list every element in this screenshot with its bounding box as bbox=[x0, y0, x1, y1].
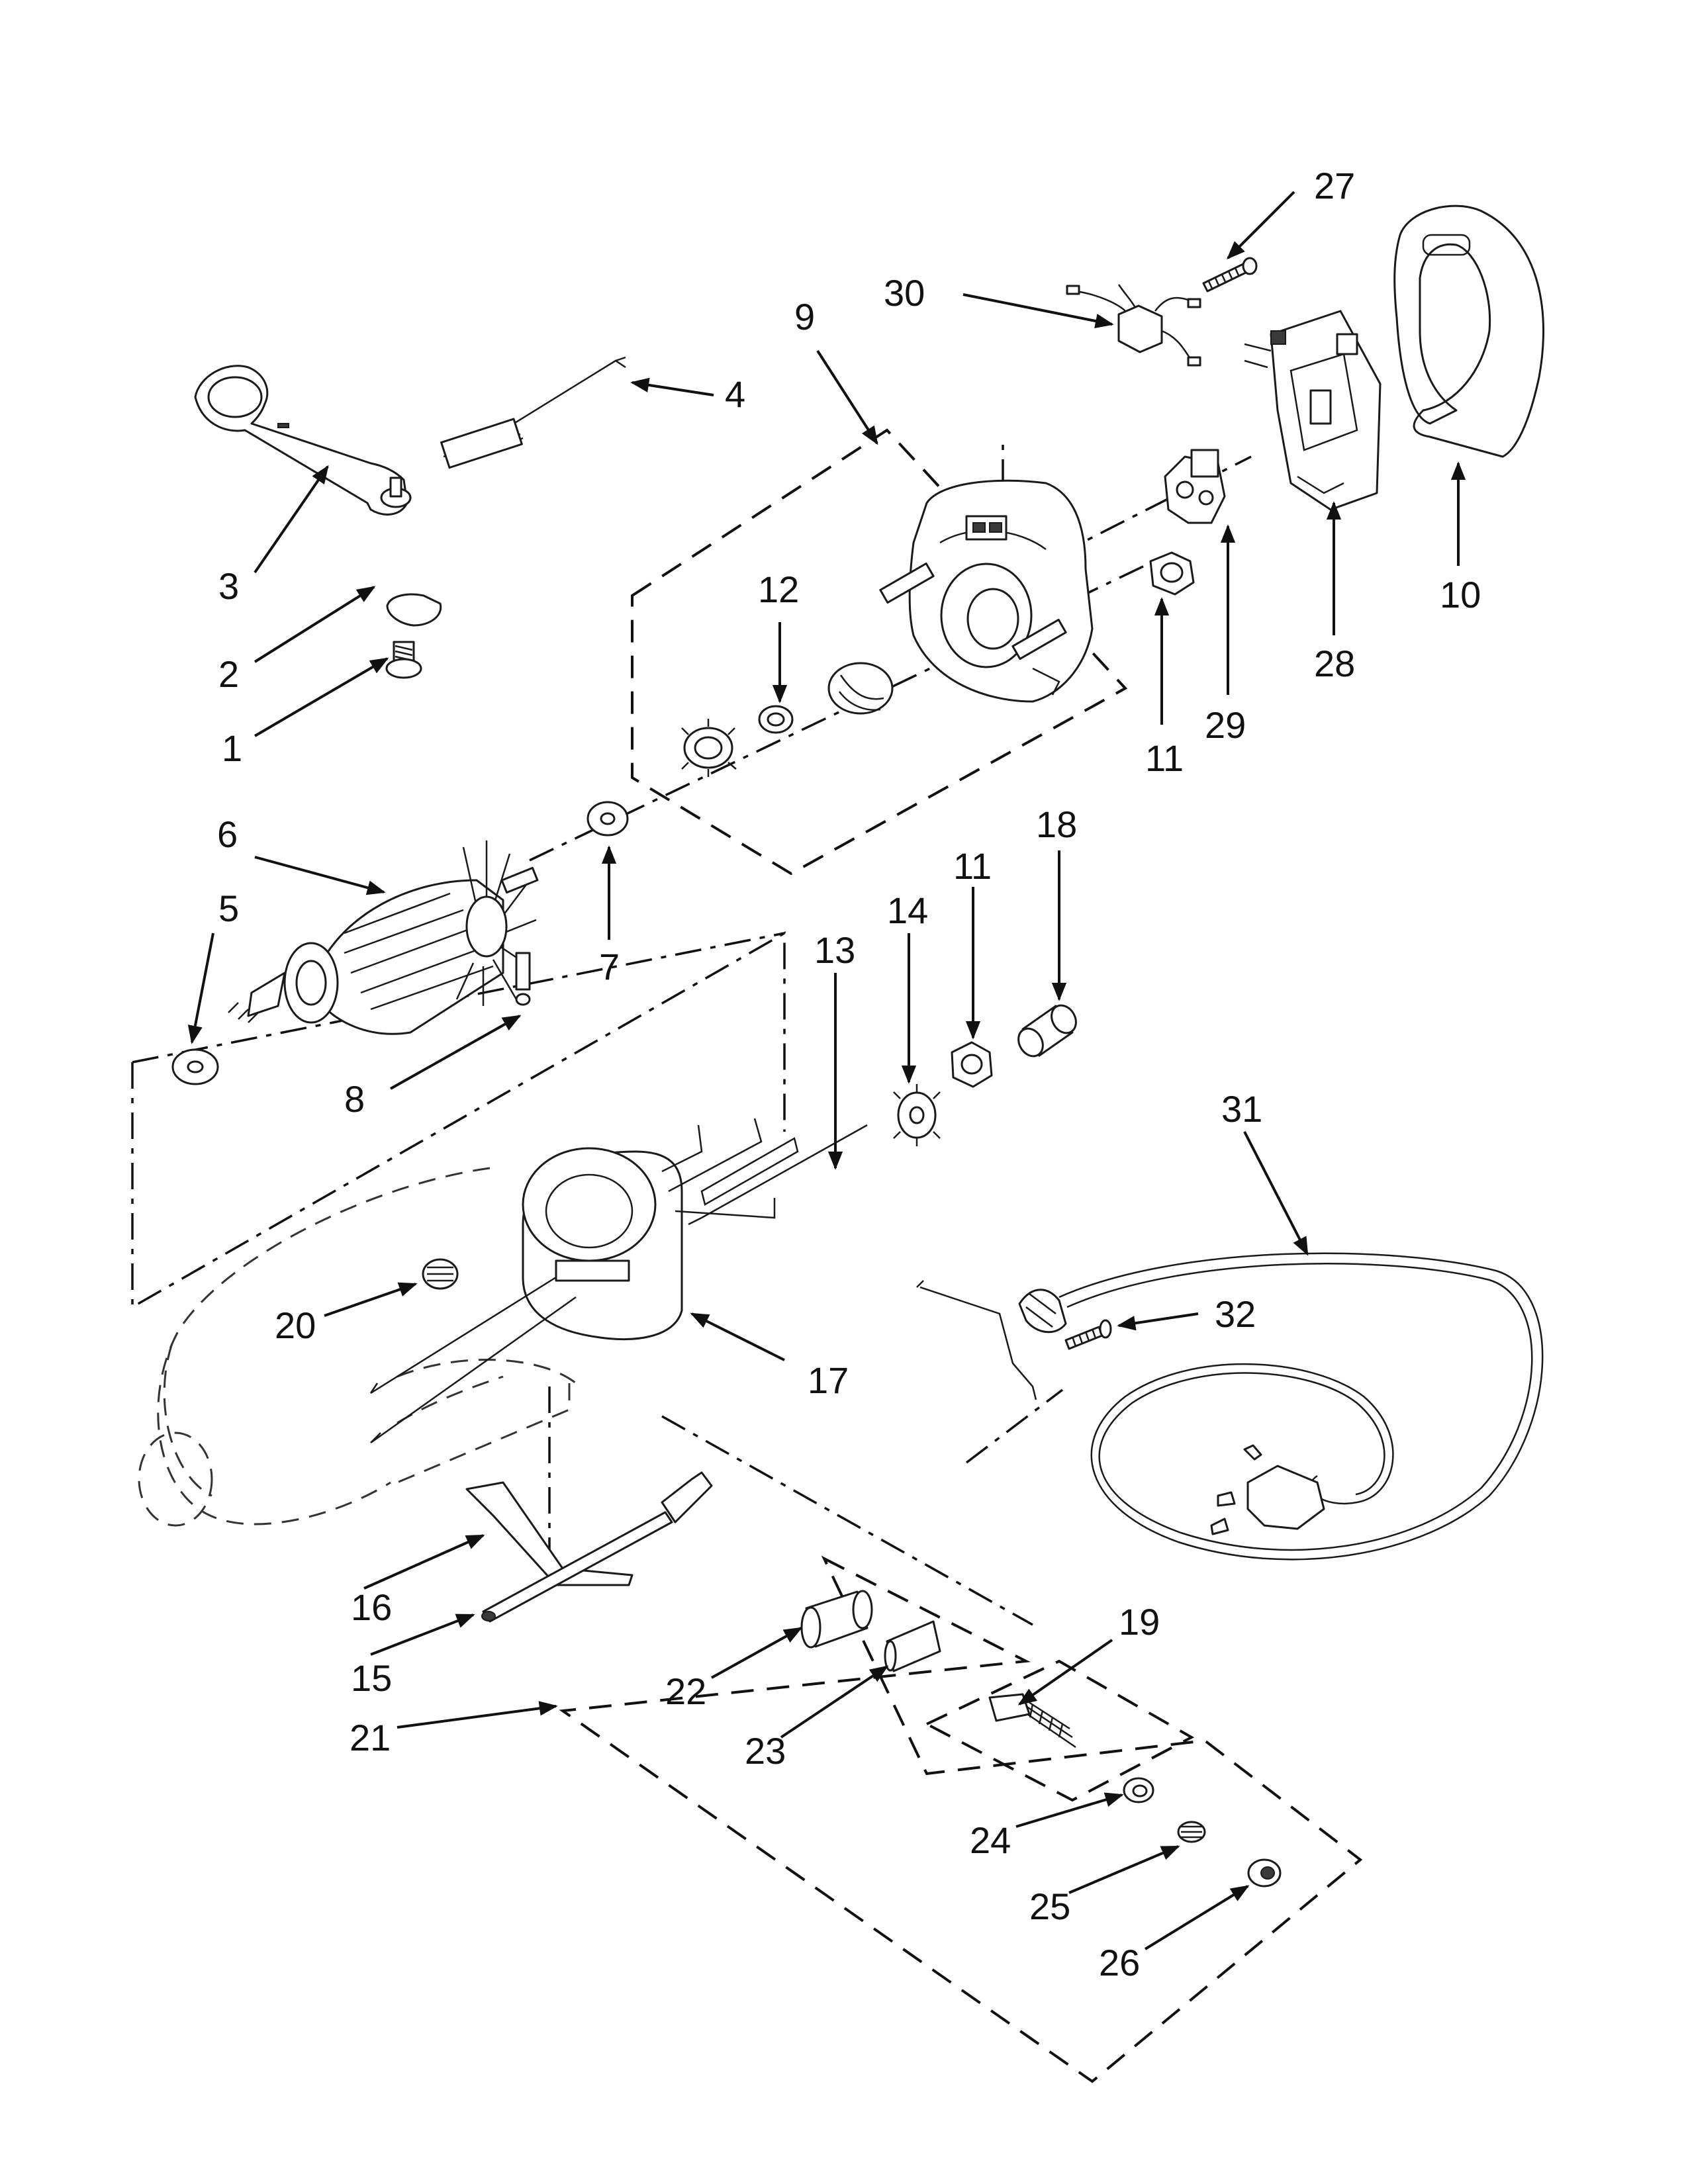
callout-14: 14 bbox=[887, 889, 928, 931]
callout-12: 12 bbox=[758, 569, 799, 610]
hex-nut-lower-part bbox=[951, 1041, 993, 1088]
callout-labels: 1 2 3 4 5 6 7 8 9 10 11 11 12 13 14 15 1… bbox=[217, 165, 1481, 1983]
callout-13: 13 bbox=[814, 929, 855, 971]
callout-23: 23 bbox=[745, 1730, 786, 1772]
callout-27: 27 bbox=[1314, 165, 1355, 206]
leader-lines bbox=[187, 191, 1466, 1950]
callout-20: 20 bbox=[275, 1304, 316, 1346]
power-cord-part bbox=[916, 1252, 1544, 1561]
terminal-block-part bbox=[1066, 284, 1201, 367]
gasket-part bbox=[1393, 205, 1545, 458]
callout-17: 17 bbox=[808, 1359, 849, 1401]
sleeve-part bbox=[1017, 1004, 1077, 1058]
motor-field-part bbox=[369, 1118, 776, 1444]
callout-31: 31 bbox=[1221, 1088, 1262, 1130]
callout-11-upper: 11 bbox=[1145, 737, 1184, 779]
lever-spring-part bbox=[440, 356, 626, 469]
brush-holder-part bbox=[1164, 449, 1226, 524]
callout-22: 22 bbox=[665, 1670, 706, 1712]
control-shaft-part bbox=[884, 1620, 941, 1672]
guide-part bbox=[1123, 1777, 1154, 1803]
cord-screw-part bbox=[1064, 1319, 1112, 1350]
callout-29: 29 bbox=[1205, 704, 1246, 746]
field-screw-part bbox=[422, 1258, 459, 1290]
callout-18: 18 bbox=[1036, 803, 1077, 845]
callout-24: 24 bbox=[970, 1819, 1011, 1861]
assembly-21-outline bbox=[559, 1555, 1363, 2083]
callout-1: 1 bbox=[222, 727, 242, 769]
field-assembly-frame bbox=[131, 931, 786, 1310]
armature-washer-part bbox=[171, 1048, 219, 1085]
callout-8: 8 bbox=[344, 1078, 365, 1120]
callout-6: 6 bbox=[217, 813, 238, 855]
callout-11-lower: 11 bbox=[953, 845, 992, 887]
hex-nut-upper-part bbox=[1149, 551, 1195, 596]
callout-28: 28 bbox=[1314, 643, 1355, 684]
motor-housing-ghost bbox=[138, 1167, 577, 1527]
switch-lever-part bbox=[465, 1481, 633, 1586]
toothed-retainer-part bbox=[681, 719, 737, 777]
callout-5: 5 bbox=[218, 887, 239, 929]
plug-part bbox=[1210, 1444, 1325, 1535]
callout-16: 16 bbox=[351, 1586, 392, 1628]
bearing-cushion-part bbox=[758, 662, 894, 734]
through-bolt-part bbox=[688, 1124, 868, 1226]
callout-21: 21 bbox=[350, 1717, 391, 1758]
cord-strain-relief bbox=[1018, 1289, 1067, 1334]
control-spring-part bbox=[988, 1693, 1076, 1749]
callout-4: 4 bbox=[725, 373, 745, 415]
callout-30: 30 bbox=[884, 272, 925, 314]
axis-switch bbox=[661, 1415, 1033, 1626]
speed-control-rod-part bbox=[481, 1471, 713, 1623]
thrust-washer-part bbox=[586, 801, 629, 837]
axis-cord bbox=[965, 1388, 1064, 1464]
board-screw-part bbox=[1202, 257, 1258, 293]
assembly-9-outline bbox=[631, 428, 1128, 876]
axis-brush bbox=[1055, 455, 1252, 557]
knob-screw-part bbox=[1247, 1858, 1282, 1888]
callout-15: 15 bbox=[351, 1657, 392, 1699]
control-board-part bbox=[1244, 310, 1382, 511]
set-screw-part bbox=[1177, 1821, 1206, 1843]
callout-19: 19 bbox=[1119, 1601, 1160, 1643]
triangle-washer-part bbox=[386, 593, 442, 627]
callout-7: 7 bbox=[599, 946, 620, 987]
callout-10: 10 bbox=[1440, 574, 1481, 615]
callout-32: 32 bbox=[1215, 1293, 1256, 1335]
assembly-19-outline bbox=[923, 1659, 1195, 1802]
motor-lever-part bbox=[194, 365, 412, 516]
callout-3: 3 bbox=[218, 565, 239, 607]
shoulder-screw-part bbox=[385, 641, 422, 679]
control-bushing-part bbox=[800, 1590, 873, 1649]
spring-coils bbox=[440, 418, 524, 469]
motor-bracket-part bbox=[879, 479, 1094, 703]
callout-9: 9 bbox=[794, 296, 815, 338]
frame-top-edge bbox=[132, 932, 785, 1064]
callout-2: 2 bbox=[218, 653, 239, 695]
armature-part bbox=[228, 841, 539, 1035]
callout-25: 25 bbox=[1029, 1886, 1070, 1927]
star-washer-part bbox=[893, 1084, 941, 1146]
callout-26: 26 bbox=[1099, 1942, 1140, 1983]
